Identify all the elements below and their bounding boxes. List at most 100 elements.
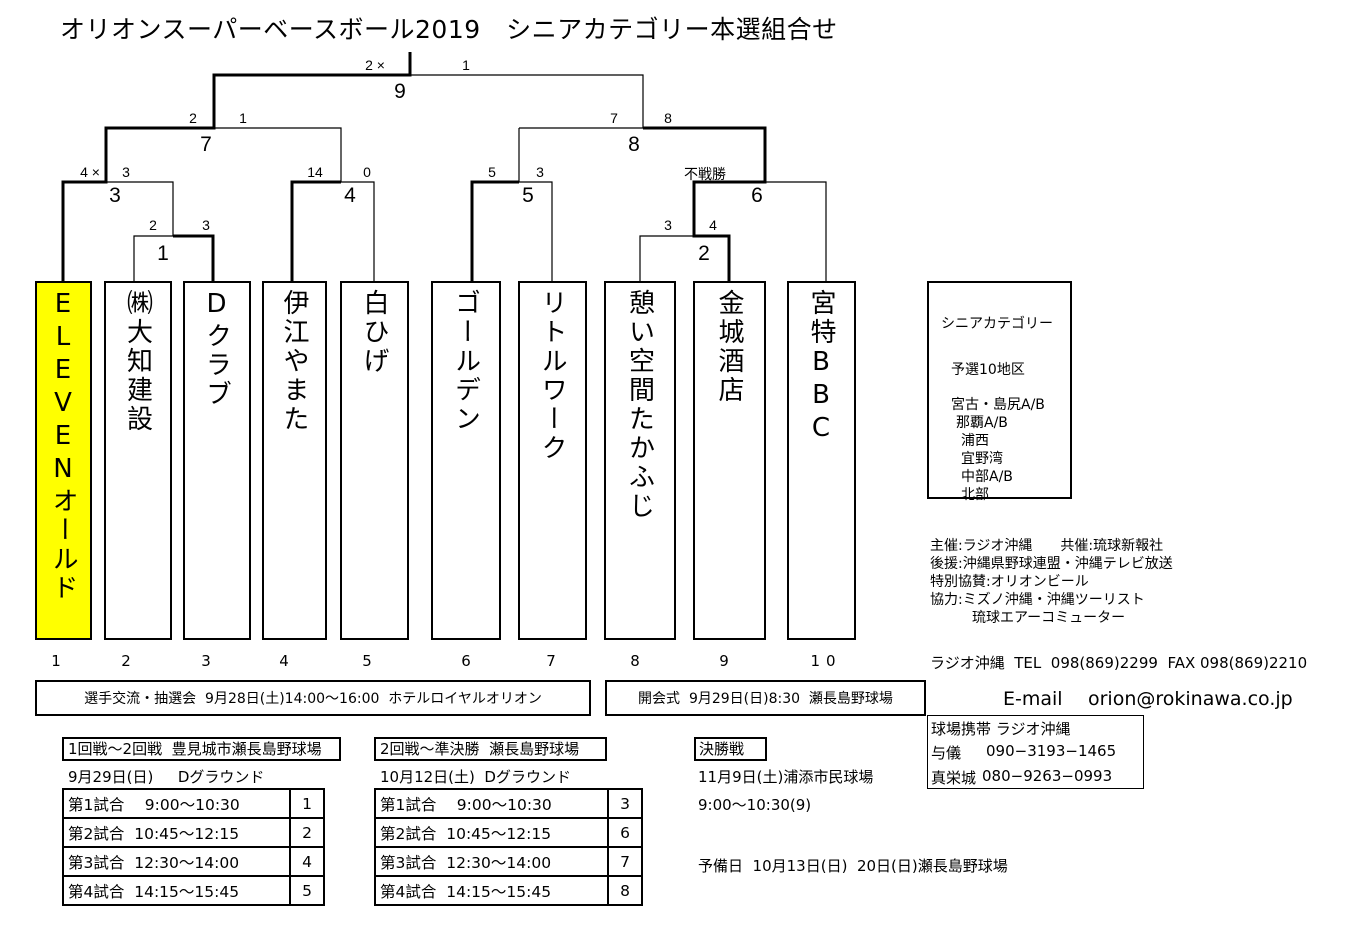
team-number: 6 (461, 652, 471, 670)
game-number: 2 (289, 817, 325, 848)
region: 浦西 (961, 433, 989, 449)
phone-name: 与儀 (931, 744, 962, 762)
phone-number: 080−9263−0993 (982, 767, 1113, 785)
field-phone-box: 球場携帯 ラジオ沖縄 与儀 090−3193−1465 真栄城 080−9263… (927, 715, 1144, 789)
team-box: ㈱大知建設 (104, 281, 172, 640)
sponsors: 主催:ラジオ沖縄 共催:琉球新報社後援:沖縄県野球連盟・沖縄テレビ放送特別協賛:… (930, 537, 1173, 627)
game6-label: 6 (751, 184, 763, 207)
slot: 第1試合 9:00～10:30 (374, 788, 609, 819)
team-name: リトルワーク (537, 289, 567, 463)
game-number: 1 (289, 788, 325, 819)
team-box: 伊江やまた (262, 281, 327, 640)
team-number: 10 (810, 652, 842, 670)
slot: 第4試合 14:15～15:45 (62, 875, 291, 906)
game3-right-score: 3 (122, 164, 130, 180)
region: 中部A/B (961, 469, 1013, 485)
slot: 第3試合 12:30～14:00 (374, 846, 609, 877)
game6-walkover: 不戦勝 (684, 166, 726, 182)
game8-right-score: 8 (664, 110, 672, 126)
phone-title: 球場携帯 ラジオ沖縄 (931, 720, 1071, 738)
category-heading: シニアカテゴリー (941, 316, 1053, 332)
slot: 第2試合 10:45～12:15 (374, 817, 609, 848)
opening-event: 開会式 9月29日(日)8:30 瀬長島野球場 (638, 691, 893, 707)
schedule2-header: 2回戦～準決勝 瀬長島野球場 (374, 737, 607, 761)
team-number: 3 (201, 652, 211, 670)
team-number: 1 (51, 652, 61, 670)
reserve-days: 予備日 10月13日(日) 20日(日)瀬長島野球場 (698, 857, 1008, 875)
sponsor-line: 主催:ラジオ沖縄 共催:琉球新報社 (930, 538, 1164, 554)
region: 宮古・島尻A/B (951, 397, 1045, 413)
team-number: 5 (362, 652, 372, 670)
page-title: オリオンスーパーベースボール2019 シニアカテゴリー本選組合せ (60, 15, 838, 44)
email-label: E-mail (1003, 688, 1063, 710)
draw-event-box: 選手交流・抽選会 9月28日(土)14:00～16:00 ホテルロイヤルオリオン (35, 680, 591, 716)
team-number: 7 (546, 652, 556, 670)
team-box: ELEVENオールド (35, 281, 92, 640)
schedule2-date: 10月12日(土) Dグラウンド (380, 768, 571, 786)
sponsor-line: 協力:ミズノ沖縄・沖縄ツーリスト (930, 592, 1145, 608)
game-number: 5 (289, 875, 325, 906)
final-header: 決勝戦 (694, 737, 767, 761)
draw-event: 選手交流・抽選会 9月28日(土)14:00～16:00 ホテルロイヤルオリオン (84, 691, 542, 707)
team-box: 金城酒店 (693, 281, 766, 640)
category-info-box: シニアカテゴリー 予選10地区 宮古・島尻A/B 那覇A/B 浦西 宜野湾 中部… (927, 281, 1072, 503)
game2-label: 2 (698, 242, 710, 265)
game5-left-score: 5 (488, 164, 496, 180)
game5-right-score: 3 (536, 164, 544, 180)
game9-right-score: 1 (462, 57, 470, 73)
game8-label: 8 (628, 133, 640, 156)
team-number: 4 (279, 652, 289, 670)
slot: 第3試合 12:30～14:00 (62, 846, 291, 877)
team-number: 8 (630, 652, 640, 670)
team-box: Dクラブ (183, 281, 251, 640)
team-box: 宮特BBC (787, 281, 856, 640)
slot: 第4試合 14:15～15:45 (374, 875, 609, 906)
tel-fax: ラジオ沖縄 TEL 098(869)2299 FAX 098(869)2210 (930, 654, 1308, 672)
game1-left-score: 2 (149, 217, 157, 233)
phone-number: 090−3193−1465 (986, 742, 1117, 760)
team-name: Dクラブ (201, 289, 232, 409)
team-name: ゴールデン (450, 289, 481, 434)
team-name: ELEVENオールド (48, 289, 78, 603)
slot: 第2試合 10:45～12:15 (62, 817, 291, 848)
game-number: 8 (607, 875, 643, 906)
email-link[interactable]: orion@rokinawa.co.jp (1088, 688, 1293, 710)
team-box: 憩い空間たかふじ (604, 281, 676, 640)
region: 宜野湾 (961, 451, 1003, 467)
sponsor-line: 特別協賛:オリオンビール (930, 574, 1089, 590)
game7-left-score: 2 (189, 110, 197, 126)
sponsor-line: 琉球エアーコミューター (930, 610, 1126, 626)
game3-label: 3 (109, 184, 121, 207)
game9-left-score: 2 × (365, 57, 385, 73)
final-venue: 11月9日(土)浦添市民球場 (698, 768, 874, 786)
tournament-bracket (61, 52, 827, 281)
schedule1-date: 9月29日(日) Dグラウンド (68, 768, 265, 786)
game8-left-score: 7 (610, 110, 618, 126)
qualifier-heading: 予選10地区 (951, 362, 1025, 378)
game7-label: 7 (200, 133, 212, 156)
team-name: 憩い空間たかふじ (624, 289, 655, 521)
team-number: 9 (719, 652, 729, 670)
game-number: 7 (607, 846, 643, 877)
schedule1-header: 1回戦～2回戦 豊見城市瀬長島野球場 (62, 737, 341, 761)
game1-label: 1 (157, 242, 169, 265)
slot: 第1試合 9:00～10:30 (62, 788, 291, 819)
game1-right-score: 3 (202, 217, 210, 233)
team-name: 金城酒店 (714, 289, 744, 405)
game2-left-score: 3 (664, 217, 672, 233)
region: 北部 (961, 487, 989, 503)
game4-label: 4 (344, 184, 356, 207)
team-box: リトルワーク (518, 281, 587, 640)
game-number: 6 (607, 817, 643, 848)
team-name: 白ひげ (359, 289, 389, 376)
game4-left-score: 14 (307, 164, 323, 180)
